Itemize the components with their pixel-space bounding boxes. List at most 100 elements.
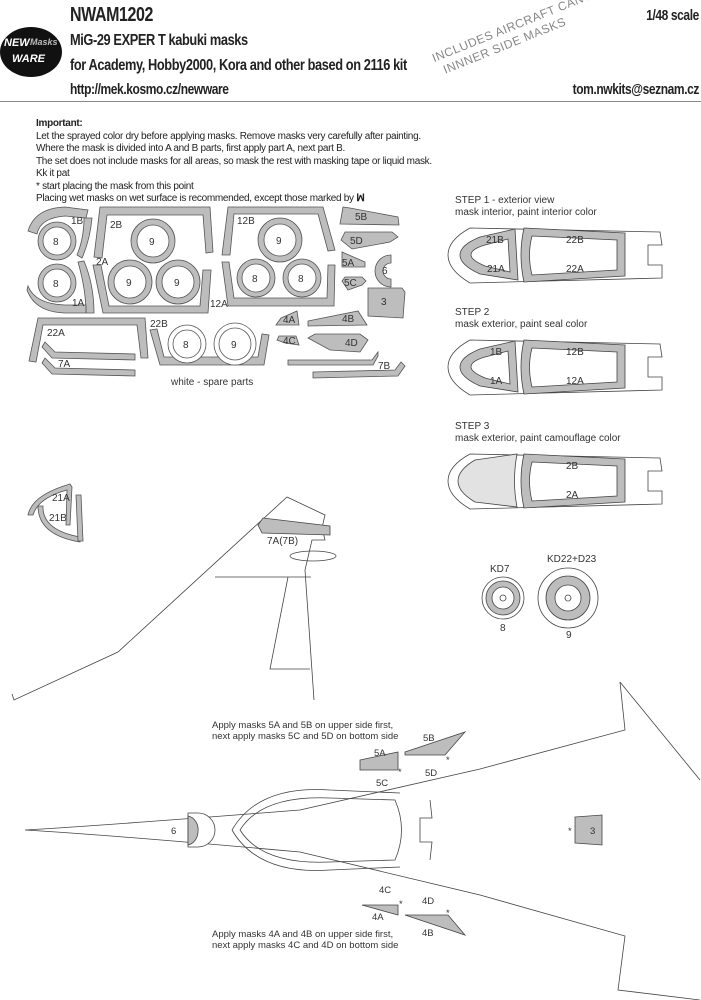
start-marker: * — [568, 826, 572, 837]
logo-text-masks: Masks — [30, 37, 58, 47]
wheel-title-kd22: KD22+D23 — [547, 554, 597, 565]
canopy-frame-detail: 21A 21B — [27, 483, 84, 543]
label-6: 6 — [382, 266, 388, 277]
mask-5C — [341, 276, 367, 291]
label-2A: 2A — [96, 257, 109, 268]
circle-label: 8 — [53, 279, 59, 290]
label-7A-7B: 7A(7B) — [267, 536, 298, 547]
note-5-line1: Apply masks 5A and 5B on upper side firs… — [212, 720, 393, 731]
step-label: 21B — [486, 235, 504, 246]
note-line: * start placing the mask from this point — [36, 180, 194, 192]
label-21A: 21A — [52, 493, 70, 504]
step-label: 1B — [490, 347, 503, 358]
product-title: MiG-29 EXPER T kabuki masks — [70, 32, 248, 49]
circle-label: 8 — [183, 340, 189, 351]
start-marker: * — [446, 908, 450, 919]
plan-label-4D: 4D — [422, 896, 434, 907]
sheet-labels: 1B 1A 2B 2A 12B 12A 22A 22B 7A 7B 5B 5D … — [47, 212, 391, 388]
step-label: 2A — [566, 490, 579, 501]
spare-parts-caption: white - spare parts — [170, 377, 253, 388]
mask-7A-upper — [41, 341, 136, 361]
scale-label: 1/48 scale — [646, 7, 699, 24]
mask-sheet — [26, 206, 406, 379]
wheel-num: 9 — [566, 630, 572, 641]
label-21B: 21B — [49, 513, 67, 524]
mask-22A — [28, 317, 149, 363]
mask-7B — [312, 361, 406, 379]
step-label: 22A — [566, 264, 584, 275]
label-5B: 5B — [355, 212, 368, 223]
plan-label-5B: 5B — [423, 733, 435, 744]
plan-label-3: 3 — [590, 826, 595, 837]
wheel-title-kd7: KD7 — [490, 564, 510, 575]
plan-label-4A: 4A — [372, 912, 384, 923]
plan-label-4C: 4C — [379, 885, 391, 896]
aircraft-plan-view — [24, 681, 701, 1000]
note-line: Placing wet masks on wet surface is reco… — [36, 193, 354, 204]
label-4A: 4A — [283, 315, 296, 326]
kit-compatibility: for Academy, Hobby2000, Kora and other b… — [70, 57, 407, 74]
mask-7B-upper — [287, 350, 379, 366]
vertical-fin: 7A(7B) — [11, 496, 337, 701]
step-title: STEP 3 — [455, 421, 490, 432]
mask-12A — [221, 261, 336, 307]
step-label: 12B — [566, 347, 584, 358]
circle-label: 9 — [126, 278, 132, 289]
email-address: tom.nwkits@seznam.cz — [572, 81, 700, 98]
label-12B: 12B — [237, 216, 255, 227]
label-4D: 4D — [345, 338, 358, 349]
step-2: STEP 2 mask exterior, paint seal color 1… — [447, 307, 663, 396]
circle-label: 8 — [53, 237, 59, 248]
important-notes: Important: Let the sprayed color dry bef… — [36, 118, 432, 206]
label-22A: 22A — [47, 328, 65, 339]
step-title: STEP 1 - exterior view — [455, 195, 555, 206]
start-marker: * — [399, 899, 403, 910]
mask-1A-bottom — [26, 284, 87, 314]
mask-4A — [275, 310, 300, 326]
mask-4B — [307, 310, 368, 327]
step-label: 2B — [566, 461, 579, 472]
plan-labels: Apply masks 5A and 5B on upper side firs… — [171, 720, 595, 951]
notes-heading: Important: — [36, 118, 83, 129]
label-2B: 2B — [110, 220, 123, 231]
step-title: STEP 2 — [455, 307, 490, 318]
mask-4C — [276, 335, 300, 346]
step-desc: mask exterior, paint camouflage color — [455, 433, 621, 444]
circle-label: 8 — [252, 274, 258, 285]
website-url: http://mek.kosmo.cz/newware — [70, 81, 229, 98]
label-7B: 7B — [378, 361, 391, 372]
start-marker: * — [446, 755, 450, 766]
mask-3 — [367, 287, 406, 319]
wheel-num: 8 — [500, 623, 506, 634]
label-1B: 1B — [71, 216, 84, 227]
note-line: The set does not include masks for all a… — [36, 155, 432, 167]
mask-1B — [76, 217, 93, 259]
label-5A: 5A — [342, 258, 355, 269]
logo-text-new: NEW — [4, 37, 30, 49]
new-ware-logo: NEW Masks WARE — [0, 27, 62, 77]
circle-label: 9 — [231, 340, 237, 351]
note-4-line2: next apply masks 4C and 4D on bottom sid… — [212, 940, 398, 951]
circle-label: 8 — [298, 274, 304, 285]
mask-2B — [93, 206, 214, 259]
note-line: Where the mask is divided into A and B p… — [36, 143, 345, 154]
label-22B: 22B — [150, 319, 168, 330]
mask-4D — [307, 333, 369, 353]
note-5-line2: next apply masks 5C and 5D on bottom sid… — [212, 731, 398, 742]
label-5D: 5D — [350, 236, 363, 247]
plan-label-5D: 5D — [425, 768, 437, 779]
step-label: 22B — [566, 235, 584, 246]
note-line: Let the sprayed color dry before applyin… — [36, 130, 421, 142]
label-4B: 4B — [342, 314, 355, 325]
plan-label-5A: 5A — [374, 748, 386, 759]
wheel-masks — [37, 217, 322, 366]
step-desc: mask exterior, paint seal color — [455, 319, 588, 330]
plan-label-5C: 5C — [376, 778, 388, 789]
wheel-hubs: KD7 8 KD22+D23 9 — [481, 554, 599, 641]
mask-1A — [77, 260, 95, 314]
mask-5A — [341, 251, 366, 268]
circle-label: 9 — [276, 236, 282, 247]
circle-label: 9 — [149, 237, 155, 248]
note-line: Kk it pat — [36, 168, 70, 179]
logo-text-ware: WARE — [12, 53, 45, 65]
